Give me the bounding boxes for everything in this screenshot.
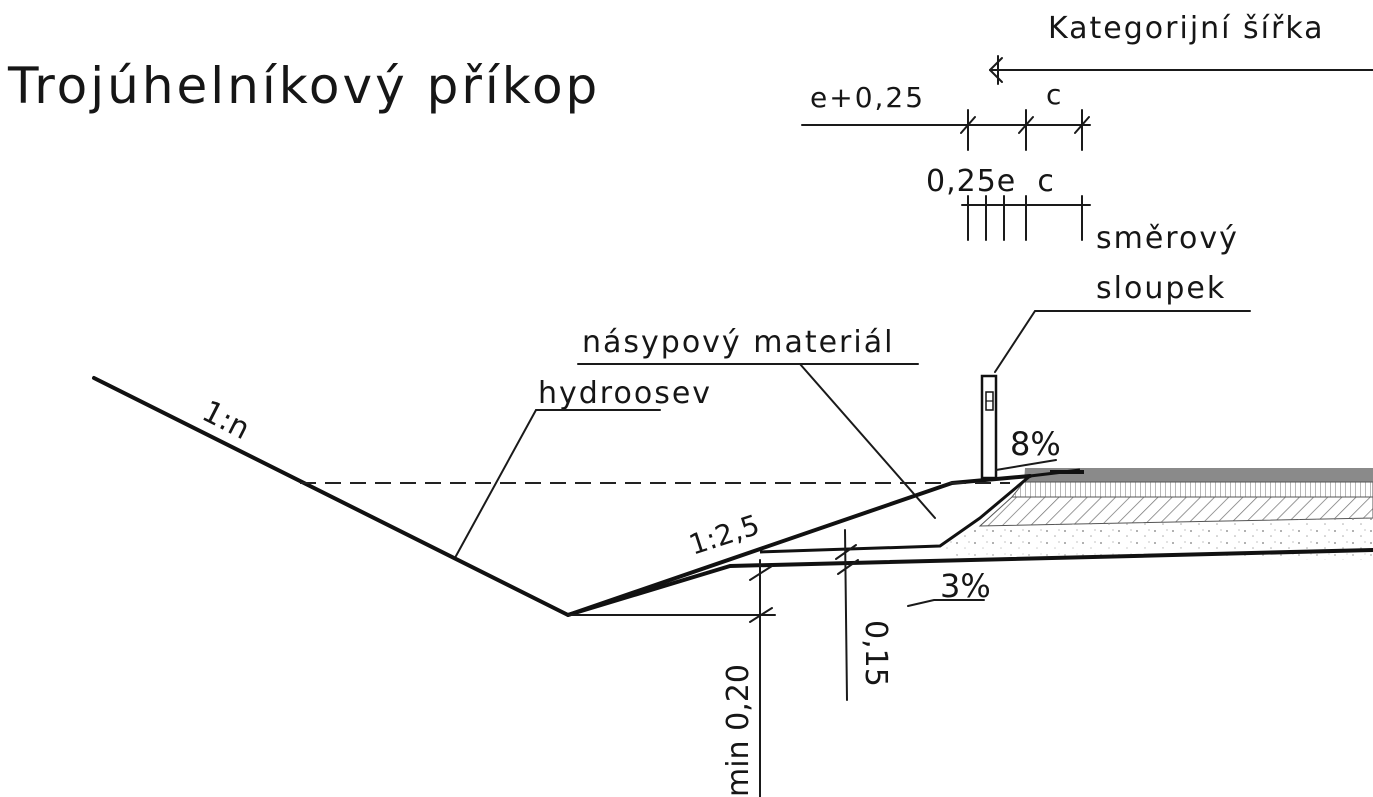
hydroseed-leader	[455, 409, 537, 557]
asphalt-surface-layer	[1024, 468, 1373, 482]
base-hatched-layer	[978, 496, 1373, 527]
category-width-label: Kategorijní šířka	[1048, 11, 1325, 46]
crossfall-8-line	[995, 459, 1057, 471]
binder-layer	[1010, 481, 1373, 498]
depth-015-label: 0,15	[858, 620, 893, 687]
fill-material-label: násypový materiál	[582, 325, 894, 360]
post-leader-line	[994, 310, 1251, 373]
upper-dimension-line	[801, 109, 1091, 151]
hydroseed-label: hydroosev	[538, 376, 712, 411]
depth-020-label: min 0,20	[721, 664, 756, 797]
depth-015-dimension	[835, 529, 859, 701]
post-label-line1: směrový	[1096, 221, 1239, 256]
crossfall-3-arrow	[907, 599, 985, 607]
category-width-dimension	[989, 55, 1373, 85]
subbase-layer	[942, 518, 1373, 550]
dim-e-plus-label: e+0,25	[810, 81, 925, 114]
dim-lower-label: 0,25e c	[926, 164, 1055, 199]
depth-020-dimension	[567, 559, 776, 797]
post-label-line2: sloupek	[1096, 271, 1226, 306]
direction-post	[980, 374, 998, 480]
crossfall-8-label: 8%	[1010, 425, 1061, 463]
slope-n-label: 1:n	[196, 394, 255, 447]
fill-material-leader	[799, 363, 936, 519]
dim-c-top-label: c	[1046, 78, 1061, 111]
lower-dimension-line	[961, 195, 1091, 241]
drawing-title: Trojúhelníkový příkop	[7, 57, 600, 115]
crossfall-3-label: 3%	[940, 567, 991, 605]
